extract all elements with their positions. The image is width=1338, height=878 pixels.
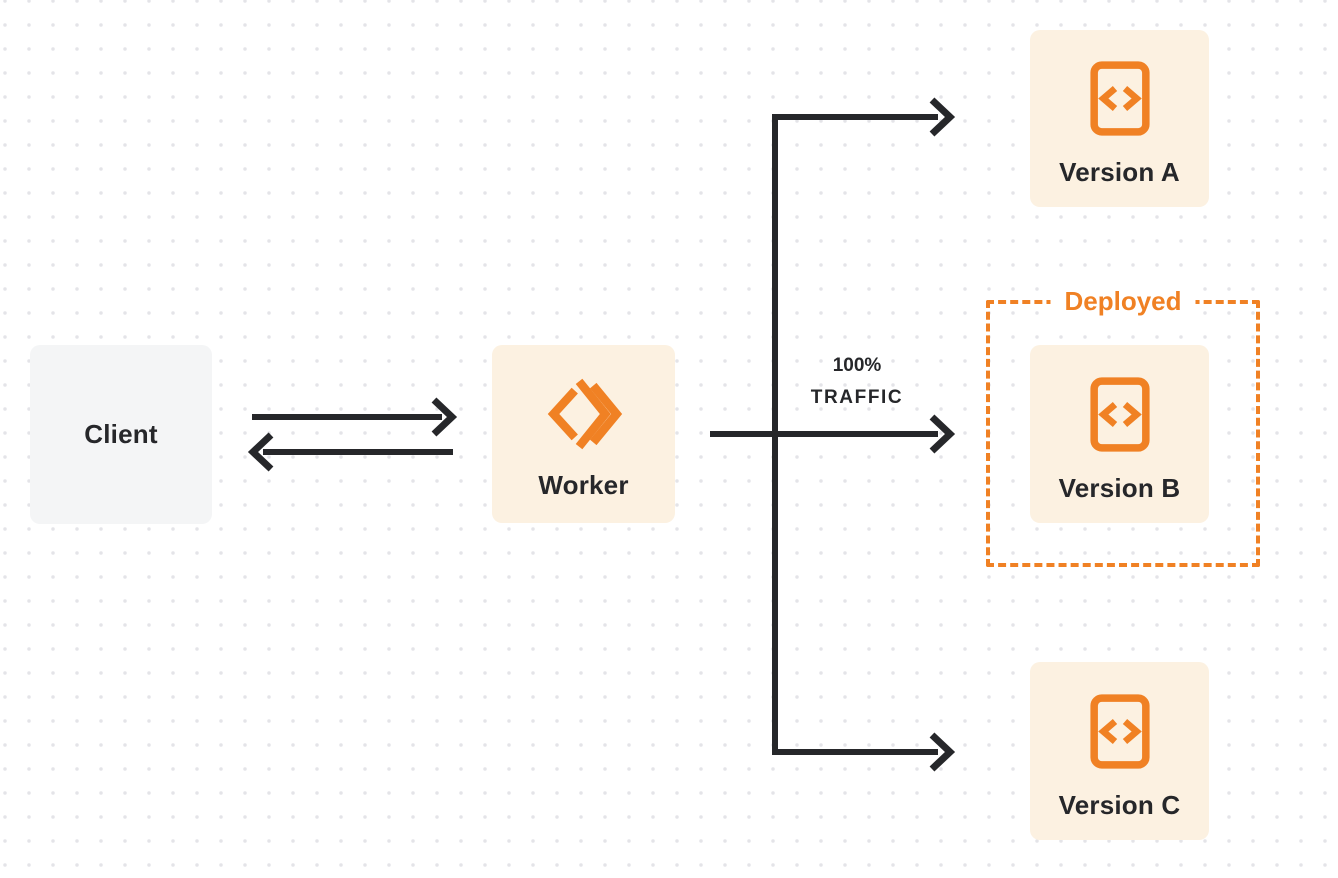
worker-node-label: Worker [538,469,629,500]
client-node-label: Client [84,419,158,449]
traffic-percent-text: 100% [832,355,882,376]
deployed-group-outline: Deployed [986,286,1260,567]
traffic-word-text: TRAFFIC [810,387,904,408]
workers-logo-icon [545,378,623,450]
code-file-icon [1089,61,1150,136]
worker-to-version-b-arrow [710,414,956,454]
version-a-node: Version A [1030,30,1209,207]
version-b-node: Version B [1030,345,1209,523]
version-a-node-label: Version A [1059,157,1180,187]
worker-to-version-a-arrow [929,97,956,137]
worker-to-client-arrow [247,432,453,472]
client-node: Client [30,345,212,524]
version-c-node: Version C [1030,662,1209,840]
worker-to-version-c-arrow [929,732,956,772]
deployed-group-label: Deployed [1050,286,1196,317]
worker-node: Worker [492,345,675,523]
version-b-node-label: Version B [1058,472,1181,503]
code-file-icon [1089,376,1150,452]
traffic-percentage-label: 100% TRAFFIC [757,350,957,414]
code-file-icon [1089,693,1150,769]
client-to-worker-arrow [252,397,458,437]
version-c-node-label: Version C [1058,789,1181,820]
